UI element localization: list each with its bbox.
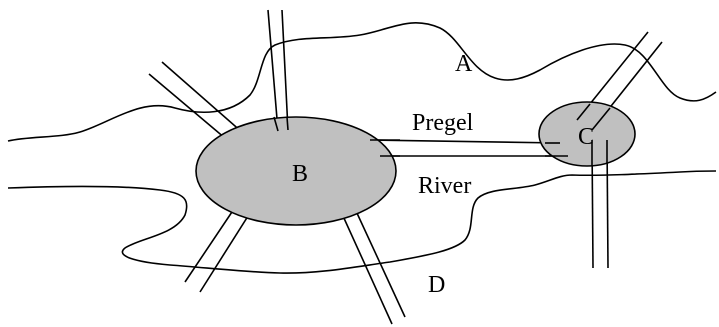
label-river-pregel: Pregel xyxy=(412,110,474,136)
north-riverbank xyxy=(7,22,717,142)
label-land-d: D xyxy=(428,272,445,298)
label-island-b: B xyxy=(292,161,308,187)
island-c xyxy=(538,101,636,167)
label-land-a: A xyxy=(455,51,473,77)
bridge-b-northwest xyxy=(148,61,244,145)
bridge-c-north-overlay-b xyxy=(591,107,611,131)
label-river-river: River xyxy=(418,173,471,199)
bridge-b-to-c xyxy=(369,139,568,157)
label-island-c: C xyxy=(578,124,594,150)
bridge-b-north xyxy=(267,9,289,132)
south-riverbank xyxy=(7,170,717,274)
bridge-b-north-overlay-a xyxy=(273,116,279,132)
bridge-b-southwest xyxy=(184,199,256,293)
island-b xyxy=(195,116,397,226)
bridge-b-southeast xyxy=(337,197,406,325)
bridge-b-north-overlay-b xyxy=(286,116,289,131)
bridge-c-north-overlay-a xyxy=(576,103,591,121)
